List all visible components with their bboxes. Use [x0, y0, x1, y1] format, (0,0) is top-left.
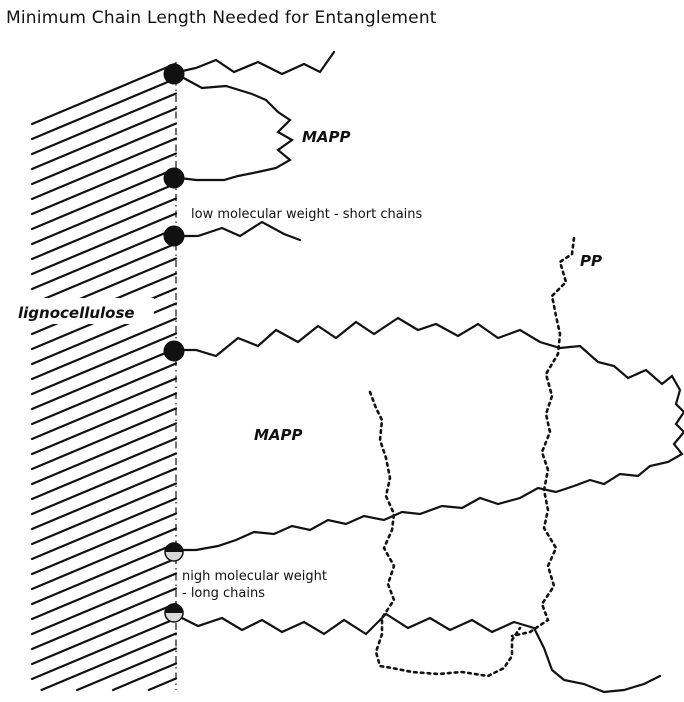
hatch-line: [30, 617, 178, 681]
hatch-line: [30, 347, 178, 411]
hatch-line: [30, 437, 178, 501]
hatch-line: [30, 242, 178, 306]
hatch-line: [30, 602, 178, 666]
hatch-line: [30, 482, 178, 546]
low-mw-label: low molecular weight - short chains: [191, 207, 423, 222]
pp-label: PP: [580, 252, 602, 270]
pp-chain-1: [368, 390, 522, 678]
hatch-line: [30, 407, 178, 471]
diagram-title: Minimum Chain Length Needed for Entangle…: [6, 8, 437, 28]
mapp-label-short: MAPP: [302, 128, 351, 146]
hatch-line: [30, 167, 178, 231]
hatch-line: [30, 182, 178, 246]
hatch-line: [30, 152, 178, 216]
hatch-line: [30, 542, 178, 606]
short-chain-1: [176, 50, 336, 76]
long-chain-b: [176, 612, 662, 694]
hatch-line: [30, 92, 178, 156]
hatch-line: [30, 587, 178, 651]
hatch-line: [30, 107, 178, 171]
hatch-line: [30, 332, 178, 396]
hatch-line: [30, 392, 178, 456]
hatch-line: [147, 677, 178, 692]
hatch-line: [30, 122, 178, 186]
anchor-shading: [165, 604, 183, 613]
substrate-label: lignocellulose: [18, 304, 135, 322]
pp-chain-2: [510, 236, 576, 638]
hatch-line: [30, 422, 178, 486]
short-chain-3: [178, 220, 302, 242]
hatch-line: [30, 527, 178, 591]
hatch-line: [111, 662, 178, 692]
short-chain-loop: [178, 74, 295, 182]
hatch-line: [30, 227, 178, 291]
hatch-line: [40, 632, 178, 692]
high-mw-label-line2: - long chains: [182, 586, 265, 601]
anchor-points: [163, 63, 185, 623]
hatch-line: [30, 497, 178, 561]
hatch-line: [30, 137, 178, 201]
hatch-line: [30, 212, 178, 276]
anchor-circle: [163, 340, 185, 362]
hatch-line: [30, 572, 178, 636]
hatch-line: [30, 197, 178, 261]
hatch-line: [30, 362, 178, 426]
anchor-circle: [163, 167, 185, 189]
substrate-label-backing: [14, 298, 154, 324]
hatch-line: [30, 467, 178, 531]
lignocellulose-hatching: [30, 62, 178, 692]
hatch-line: [30, 377, 178, 441]
anchor-circle: [163, 225, 185, 247]
hatch-line: [30, 452, 178, 516]
long-chain-a: [176, 316, 684, 552]
hatch-line: [30, 62, 176, 126]
anchor-shading: [165, 543, 183, 552]
hatch-line: [30, 557, 178, 621]
mapp-label-long: MAPP: [254, 426, 303, 444]
anchor-circle: [163, 63, 185, 85]
hatch-line: [30, 77, 178, 141]
hatch-line: [30, 512, 178, 576]
high-mw-label-line1: nigh molecular weight: [182, 569, 327, 584]
hatch-line: [76, 647, 178, 692]
hatch-line: [30, 317, 178, 381]
